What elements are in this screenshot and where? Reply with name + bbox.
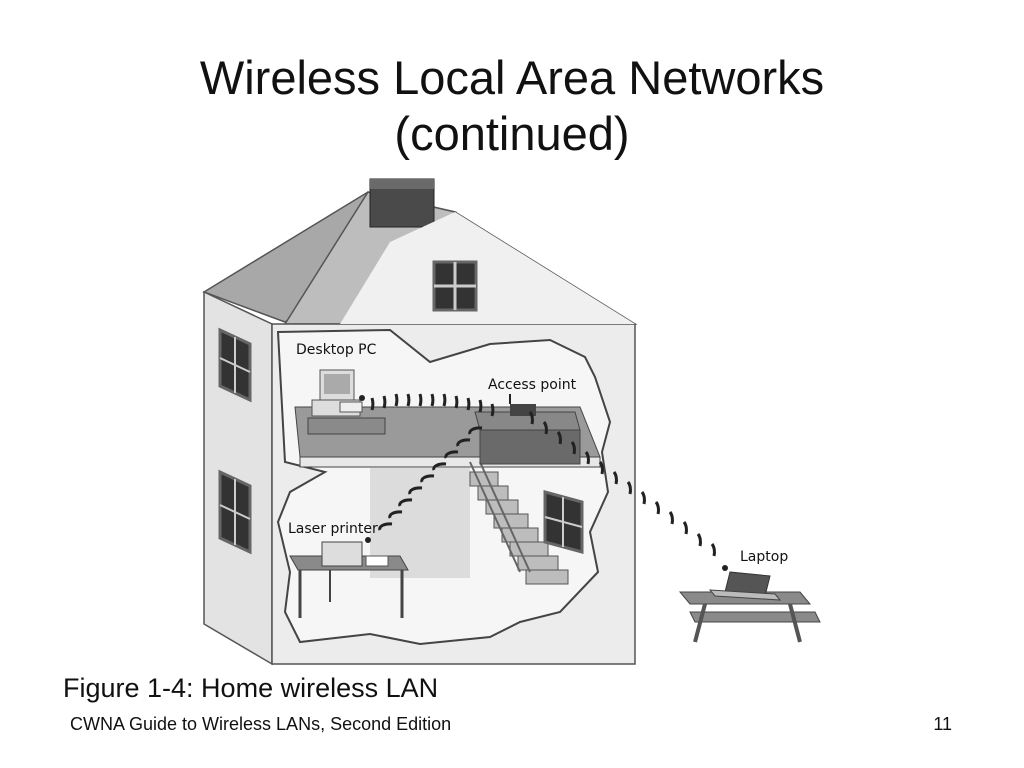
laptop-device [708, 565, 782, 601]
desktop-pc [307, 369, 386, 435]
staircase [469, 461, 569, 585]
page-number: 11 [933, 714, 952, 734]
picnic-table [678, 591, 821, 643]
side-window-lower [218, 469, 252, 555]
slide-title: Wireless Local Area Networks (continued) [0, 50, 1024, 162]
printer-antenna-icon [365, 537, 371, 543]
home-wlan-diagram: Desktop PC Access point Laser printer La… [202, 178, 821, 666]
home-wlan-figure: Desktop PC Access point Laser printer La… [190, 172, 830, 672]
slide-title-line-2: (continued) [394, 107, 630, 160]
wifi-signal-pc-to-ap [370, 393, 495, 417]
access-point-device [474, 394, 581, 465]
label-desktop-pc: Desktop PC [296, 342, 377, 358]
wifi-signal-ap-to-printer [378, 426, 483, 531]
footer-text: CWNA Guide to Wireless LANs, Second Edit… [70, 714, 452, 734]
laser-printer [321, 537, 389, 567]
figure-caption: Figure 1-4: Home wireless LAN [63, 673, 439, 703]
gable-front [340, 212, 635, 324]
label-access-point: Access point [488, 377, 577, 393]
chimney-top [370, 179, 434, 189]
label-laser-printer: Laser printer [288, 521, 378, 537]
laptop-antenna-icon [722, 565, 728, 571]
side-window-upper [218, 327, 252, 403]
slide-title-line-1: Wireless Local Area Networks [199, 51, 825, 104]
wifi-signal-ap-to-laptop [528, 411, 716, 557]
interior-window [543, 490, 584, 554]
attic-window [432, 260, 478, 312]
label-laptop: Laptop [740, 549, 788, 565]
pc-antenna-icon [359, 395, 365, 401]
